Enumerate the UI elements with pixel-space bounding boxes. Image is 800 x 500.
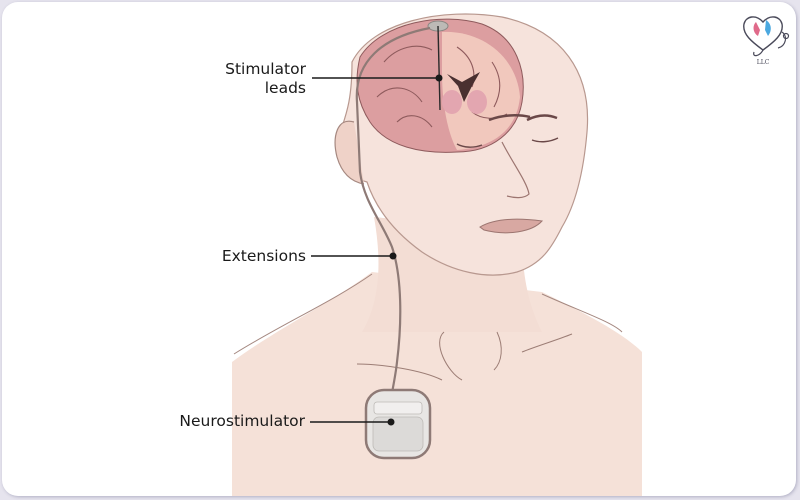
ear-illustration xyxy=(334,120,365,185)
extension-wire xyxy=(355,26,431,443)
label-line-2: leads xyxy=(264,79,306,97)
label-line-1: Stimulator xyxy=(225,60,306,78)
label-neurostimulator: Neurostimulator xyxy=(179,412,305,430)
heart-stethoscope-logo-icon: LLC xyxy=(743,16,790,66)
label-stimulator-leads: Stimulator leads xyxy=(202,60,306,98)
logo-text: LLC xyxy=(757,59,770,66)
stimulator-lead-wire xyxy=(437,25,441,111)
label-extensions: Extensions xyxy=(221,247,306,265)
